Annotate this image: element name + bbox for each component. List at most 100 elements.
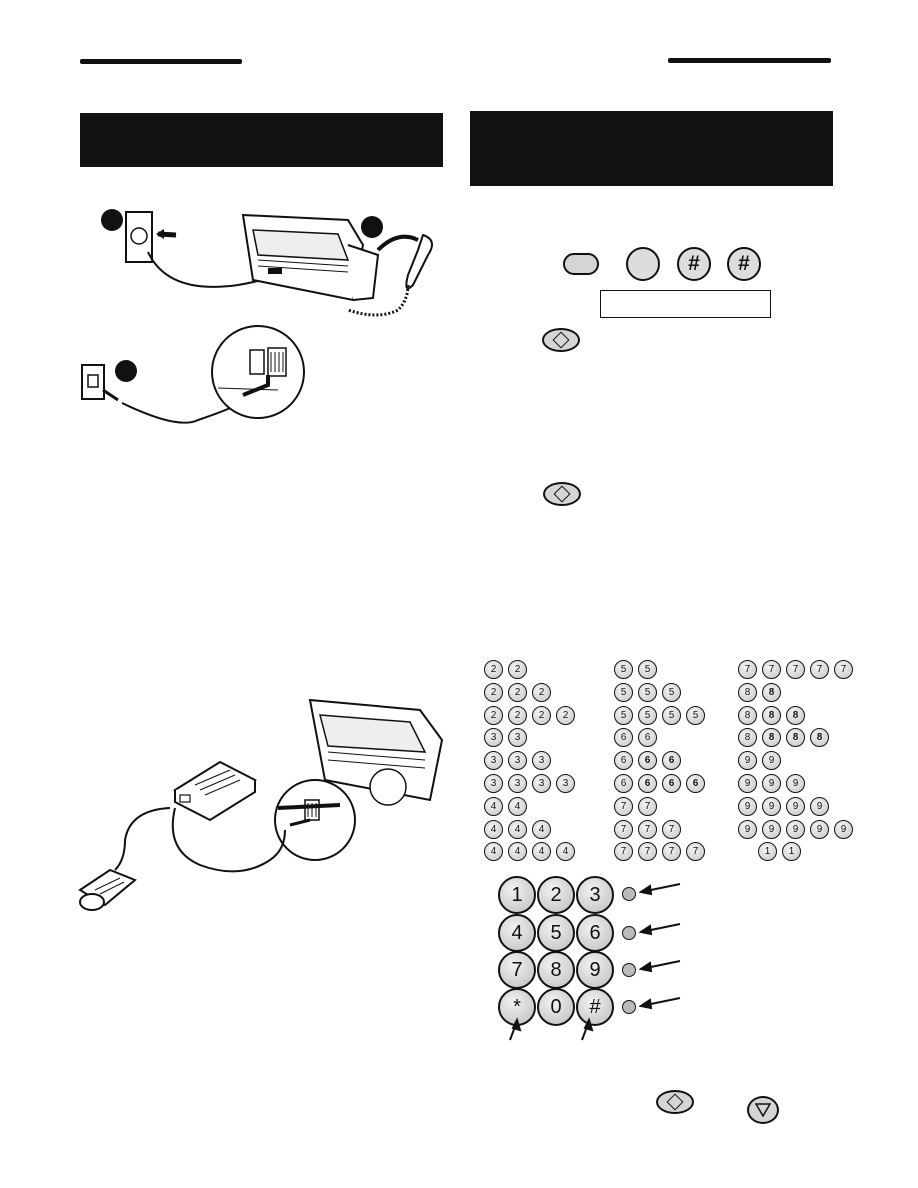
sequence-key: 4 [532, 842, 551, 862]
sequence-key: 7 [614, 796, 633, 816]
sequence-key: 5 [614, 682, 633, 702]
step-callout-marker [115, 360, 137, 382]
sequence-key: 5 [662, 682, 681, 702]
sequence-key: 9 [810, 796, 829, 816]
sequence-key: 8 [786, 728, 805, 748]
sequence-key: 9 [786, 774, 805, 793]
right-section-banner [470, 111, 833, 186]
start-button[interactable] [656, 1090, 694, 1114]
sequence-key: 7 [738, 660, 757, 679]
sequence-key: 9 [762, 819, 781, 839]
sequence-key: 4 [484, 819, 503, 839]
sequence-key: 1 [758, 842, 777, 862]
sequence-key: 2 [508, 682, 527, 702]
sequence-key: 3 [508, 728, 527, 748]
keypad-key[interactable]: 2 [537, 876, 575, 914]
keypad-key[interactable]: 4 [498, 914, 536, 952]
sequence-key: 3 [532, 774, 551, 793]
step-callout-marker [101, 209, 123, 231]
step-callout-marker [361, 216, 383, 238]
sequence-key: 3 [508, 774, 527, 793]
sequence-key: 5 [614, 660, 633, 679]
sequence-key: 4 [484, 796, 503, 816]
keypad-key[interactable]: 9 [576, 951, 614, 989]
sequence-key: 4 [556, 842, 575, 862]
sequence-key: 9 [834, 819, 853, 839]
sequence-key: 7 [834, 660, 853, 679]
header-rule-left [80, 59, 242, 64]
function-key[interactable] [563, 253, 599, 275]
sequence-key: 8 [810, 728, 829, 748]
indicator-light [622, 1000, 636, 1014]
sequence-key: 4 [508, 796, 527, 816]
sequence-key: 1 [782, 842, 801, 862]
sequence-key: 7 [762, 660, 781, 679]
keypad-key[interactable]: 3 [576, 876, 614, 914]
keypad-key[interactable]: 6 [576, 914, 614, 952]
sequence-key: 6 [638, 774, 657, 793]
start-diamond-icon [666, 1093, 684, 1111]
start-button[interactable] [543, 482, 581, 506]
sequence-key: 2 [484, 682, 503, 702]
sequence-key: 8 [738, 728, 757, 748]
sequence-key: 2 [532, 682, 551, 702]
sequence-key: 9 [738, 819, 757, 839]
answering-machine-illustration [78, 698, 444, 911]
sequence-key: 9 [762, 774, 781, 793]
keypad-key[interactable]: * [498, 988, 536, 1026]
sequence-key: 7 [662, 819, 681, 839]
round-key[interactable] [626, 247, 660, 281]
pound-key[interactable]: # [727, 247, 761, 281]
keypad-key[interactable]: 8 [537, 951, 575, 989]
sequence-key: 8 [762, 705, 781, 725]
sequence-key: 2 [508, 705, 527, 725]
sequence-key: 6 [662, 774, 681, 793]
sequence-key: 2 [532, 705, 551, 725]
keypad-key[interactable]: 5 [537, 914, 575, 952]
sequence-key: 6 [686, 774, 705, 793]
pound-key[interactable]: # [677, 247, 711, 281]
sequence-key: 7 [662, 842, 681, 862]
sequence-key: 9 [762, 796, 781, 816]
sequence-key: 9 [738, 751, 757, 771]
sequence-key: 2 [484, 660, 503, 679]
sequence-key: 7 [810, 660, 829, 679]
sequence-key: 4 [532, 819, 551, 839]
sequence-key: 9 [786, 819, 805, 839]
indicator-light [622, 926, 636, 940]
keypad-key[interactable]: 1 [498, 876, 536, 914]
sequence-key: 9 [786, 796, 805, 816]
sequence-key: 6 [638, 751, 657, 771]
sequence-key: 3 [484, 728, 503, 748]
fax-connection-illustration [81, 211, 433, 424]
sequence-key: 5 [614, 705, 633, 725]
sequence-key: 7 [614, 842, 633, 862]
keypad-key[interactable]: 0 [537, 988, 575, 1026]
stop-triangle-icon [755, 1103, 771, 1117]
lcd-display [600, 290, 771, 318]
sequence-key: 7 [786, 660, 805, 679]
sequence-key: 3 [508, 751, 527, 771]
stop-button[interactable] [747, 1096, 779, 1124]
sequence-key: 6 [638, 728, 657, 748]
sequence-key: 6 [614, 751, 633, 771]
sequence-key: 3 [484, 774, 503, 793]
start-button[interactable] [542, 328, 580, 352]
sequence-key: 6 [662, 751, 681, 771]
sequence-key: 9 [762, 751, 781, 771]
sequence-key: 7 [638, 796, 657, 816]
sequence-key: 9 [810, 819, 829, 839]
keypad-key[interactable]: 7 [498, 951, 536, 989]
sequence-key: 8 [738, 705, 757, 725]
start-diamond-icon [552, 331, 570, 349]
sequence-key: 8 [762, 728, 781, 748]
sequence-key: 8 [762, 682, 781, 702]
sequence-key: 2 [484, 705, 503, 725]
sequence-key: 5 [638, 682, 657, 702]
sequence-key: 2 [508, 660, 527, 679]
sequence-key: 7 [638, 819, 657, 839]
sequence-key: 8 [738, 682, 757, 702]
sequence-key: 9 [738, 774, 757, 793]
sequence-key: 2 [556, 705, 575, 725]
keypad-key[interactable]: # [576, 988, 614, 1026]
